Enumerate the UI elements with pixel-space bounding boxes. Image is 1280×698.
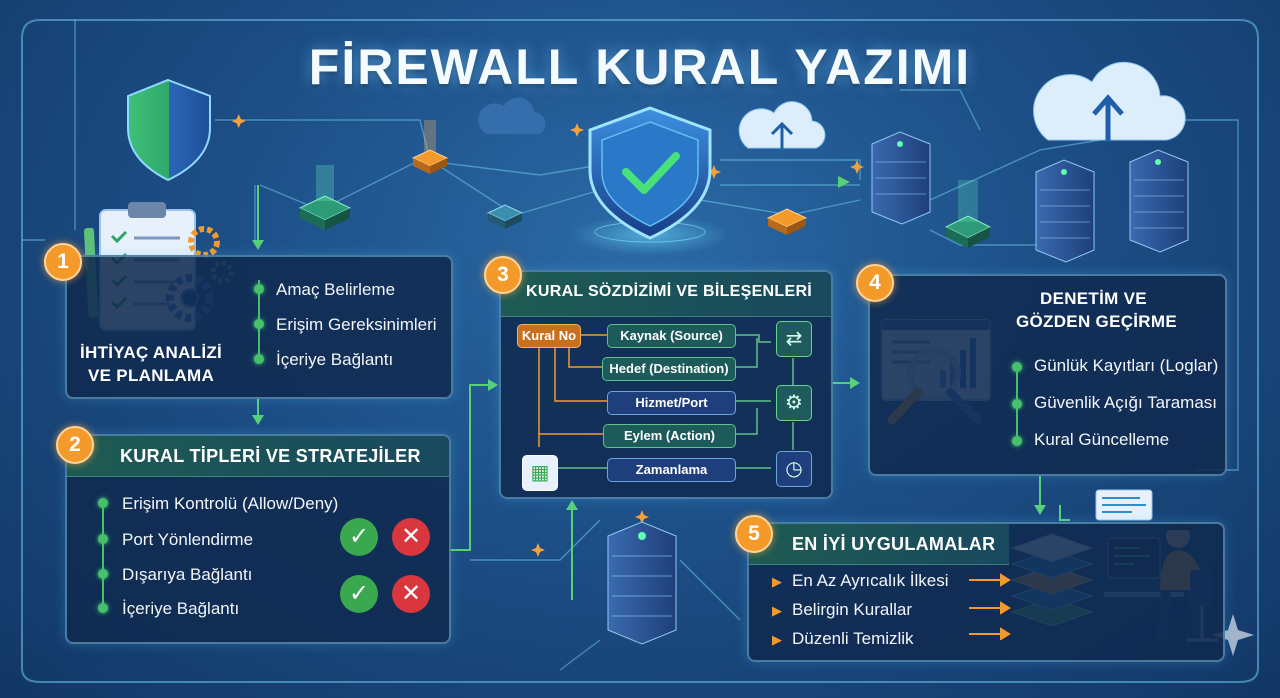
step1-title-line2: VE PLANLAMA [88,366,215,385]
step5-title: EN İYİ UYGULAMALAR [792,534,996,554]
step5-item-label: En Az Ayrıcalık İlkesi [792,571,949,590]
step3-title: KURAL SÖZDİZİMİ VE BİLEŞENLERİ [526,283,813,300]
step2-panel [65,434,451,644]
syntax-field: Hizmet/Port [607,391,736,415]
step4-item: Güvenlik Açığı Taraması [1034,393,1217,412]
step1-item: İçeriye Bağlantı [276,350,394,369]
step4-title-line2: GÖZDEN GEÇİRME [1016,312,1177,331]
deny-cross-icon: ✕ [392,518,430,556]
deny-cross-icon: ✕ [392,575,430,613]
step5-item-label: Belirgin Kurallar [792,600,912,619]
step5-item: ▶ En Az Ayrıcalık İlkesi [772,571,949,591]
clock-icon: ◷ [776,451,812,487]
syntax-field: Eylem (Action) [603,424,736,448]
step2-badge: 2 [56,426,94,464]
calendar-icon: ▦ [522,455,558,491]
syntax-field: Zamanlama [607,458,736,482]
bullet-dot [98,498,108,508]
step4-title-line1: DENETİM VE [1040,289,1147,308]
step2-connector [102,500,104,608]
allow-check-icon: ✓ [340,518,378,556]
step2-item: Dışarıya Bağlantı [122,565,253,584]
bullet-dot [98,603,108,613]
step2-item: İçeriye Bağlantı [122,599,240,618]
step3-header [501,272,831,317]
triangle-bullet-icon: ▶ [772,574,782,589]
step5-item: ▶ Düzenli Temizlik [772,629,914,649]
step2-item: Erişim Kontrolü (Allow/Deny) [122,494,339,513]
step5-arrows [969,573,1011,640]
step2-header [67,436,449,477]
bullet-dot [254,319,264,329]
triangle-bullet-icon: ▶ [772,603,782,618]
step2-title: KURAL TİPLERİ VE STRATEJİLER [120,446,421,466]
bullet-dot [1012,362,1022,372]
step5-header [749,524,1009,565]
triangle-bullet-icon: ▶ [772,632,782,647]
syntax-connectors [538,334,794,469]
step2-item: Port Yönlendirme [122,530,254,549]
step5-item: ▶ Belirgin Kurallar [772,600,912,620]
allow-check-icon: ✓ [340,575,378,613]
step1-title-line1: İHTİYAÇ ANALİZİ [80,343,223,362]
syntax-field: Kaynak (Source) [607,324,736,348]
step1-badge: 1 [44,243,82,281]
step5-panel [747,522,1225,662]
step3-badge: 3 [484,256,522,294]
bullet-dot [254,354,264,364]
step1-item: Amaç Belirleme [276,280,396,299]
bullet-dot [254,284,264,294]
bullet-dot [1012,399,1022,409]
rule-no-field: Kural No [517,324,581,348]
step4-item: Kural Güncelleme [1034,430,1170,449]
page-title: FİREWALL KURAL YAZIMI [308,39,972,95]
step1-item: Erişim Gereksinimleri [276,315,437,334]
syntax-field: Hedef (Destination) [602,357,736,381]
step4-item: Günlük Kayıtları (Loglar) [1034,356,1219,375]
gear-icon: ⚙ [776,385,812,421]
step5-item-label: Düzenli Temizlik [792,629,914,648]
bullet-dot [98,534,108,544]
bullet-dot [1012,436,1022,446]
bullet-dot [98,569,108,579]
step5-badge: 5 [735,515,773,553]
step4-badge: 4 [856,264,894,302]
step4-panel [868,274,1227,476]
swap-arrows-icon: ⇄ [776,321,812,357]
